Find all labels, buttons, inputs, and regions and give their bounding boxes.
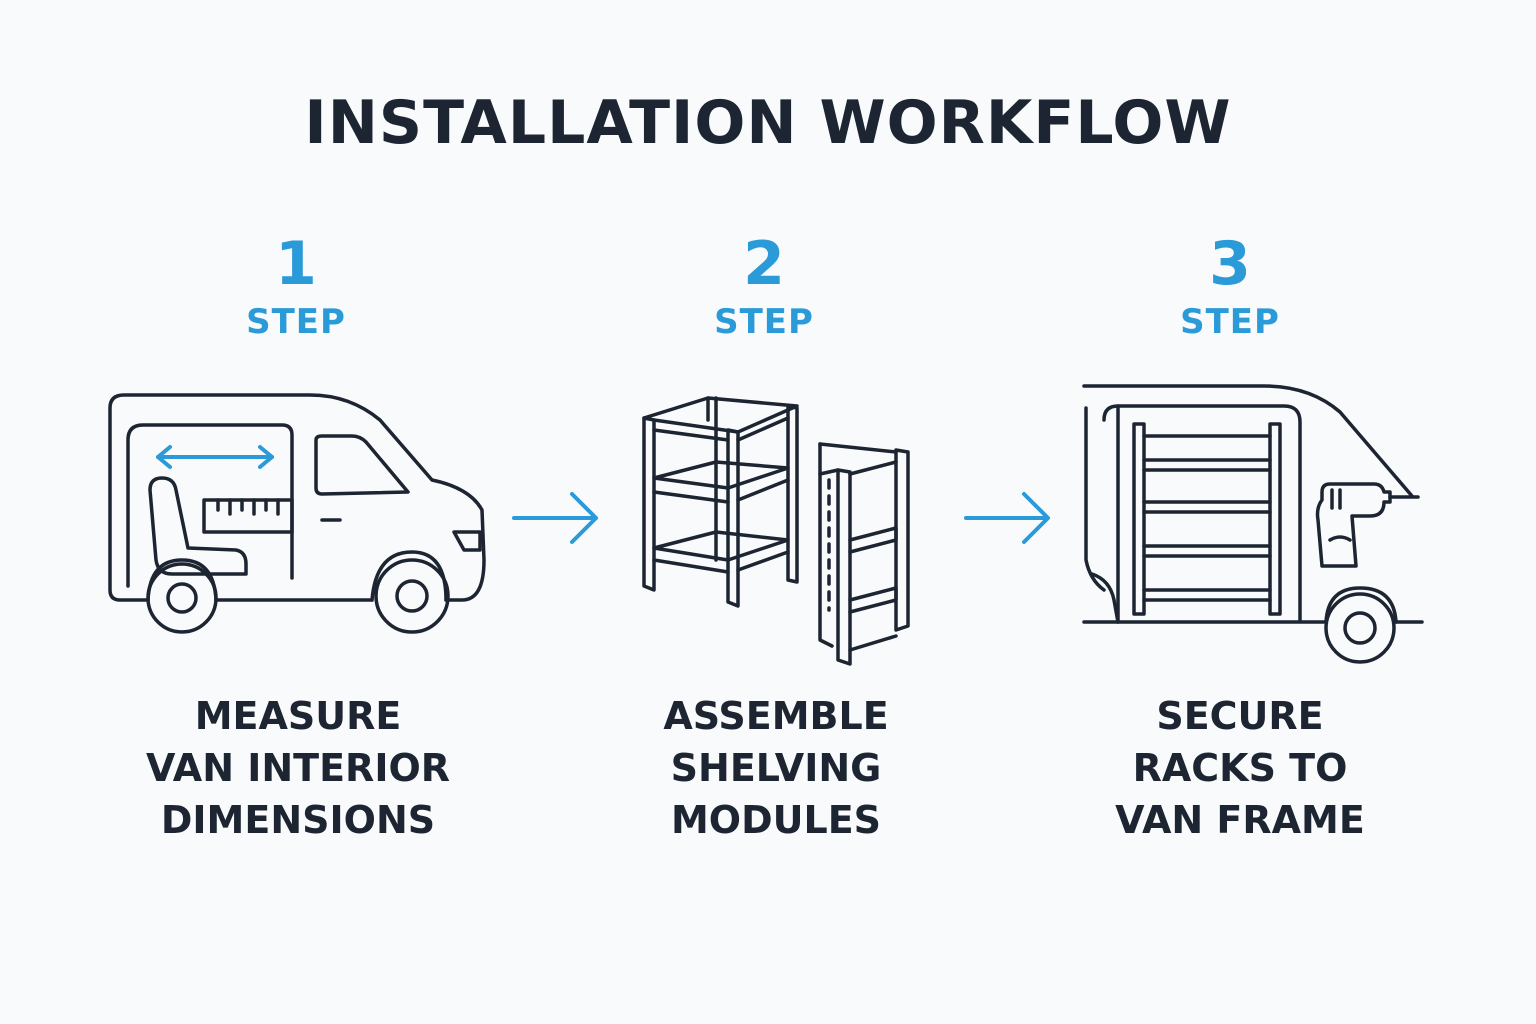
step-1-header: 1 STEP bbox=[116, 228, 476, 344]
caption-line: MEASURE bbox=[194, 694, 402, 738]
caption-line: VAN FRAME bbox=[1115, 798, 1365, 842]
step-number: 3 bbox=[1209, 229, 1251, 299]
caption-line: VAN INTERIOR bbox=[145, 746, 451, 790]
caption-line: MODULES bbox=[670, 798, 882, 842]
arrow-right-icon bbox=[512, 492, 598, 544]
step-label: STEP bbox=[714, 302, 814, 342]
step-3-header: 3 STEP bbox=[1050, 228, 1410, 344]
step-label: STEP bbox=[246, 302, 346, 342]
caption-line: DIMENSIONS bbox=[160, 798, 436, 842]
caption-line: ASSEMBLE bbox=[663, 694, 889, 738]
step-3-caption: SECURE RACKS TO VAN FRAME bbox=[1030, 690, 1450, 846]
step-2-caption: ASSEMBLE SHELVING MODULES bbox=[566, 690, 986, 846]
step-label: STEP bbox=[1180, 302, 1280, 342]
van-rack-drill-icon bbox=[1082, 384, 1424, 664]
step-number: 2 bbox=[743, 229, 785, 299]
arrow-right-icon bbox=[964, 492, 1050, 544]
shelving-assembly-icon bbox=[642, 396, 910, 666]
caption-line: SECURE bbox=[1156, 694, 1324, 738]
step-number: 1 bbox=[275, 229, 317, 299]
caption-line: RACKS TO bbox=[1132, 746, 1348, 790]
step-2-header: 2 STEP bbox=[584, 228, 944, 344]
van-measure-icon bbox=[108, 393, 486, 634]
caption-line: SHELVING bbox=[670, 746, 882, 790]
page-title: INSTALLATION WORKFLOW bbox=[304, 88, 1232, 158]
step-1-caption: MEASURE VAN INTERIOR DIMENSIONS bbox=[88, 690, 508, 846]
